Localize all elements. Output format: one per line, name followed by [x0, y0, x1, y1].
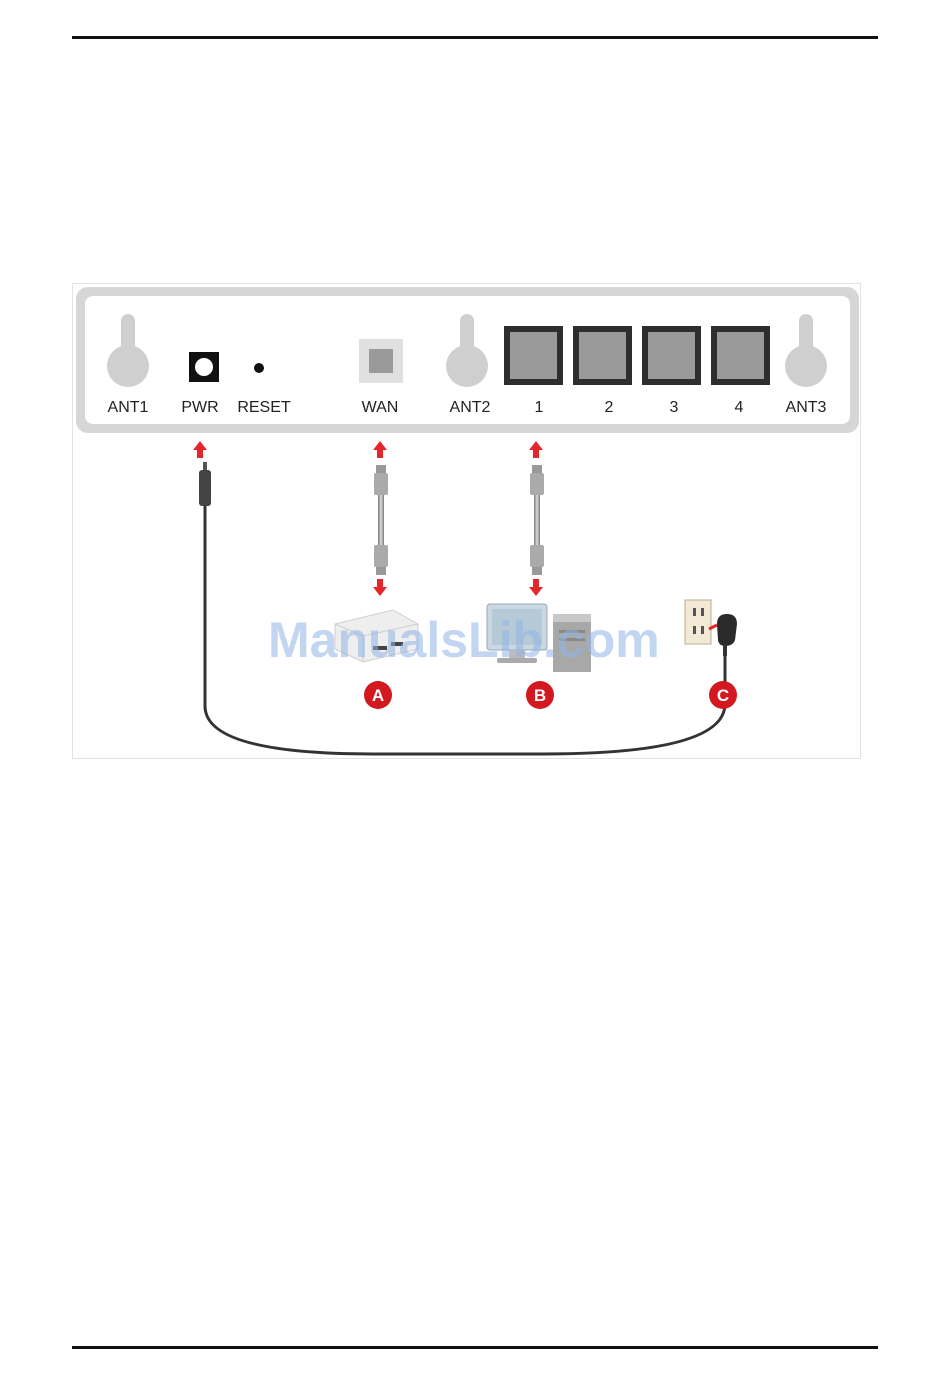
wall-outlet-icon: [685, 600, 717, 644]
ethernet-cable-lan-icon: [530, 465, 544, 575]
power-plug-icon: [199, 462, 211, 506]
label-lan-3: 3: [670, 399, 679, 416]
footer-rule: [72, 1346, 878, 1349]
lan-port-2-icon: [573, 326, 632, 385]
watermark: ManualsLib.com: [268, 612, 660, 668]
arrow-up-wan-icon: [373, 441, 387, 458]
badge-a: A: [364, 681, 392, 709]
ethernet-cable-wan-icon: [374, 465, 388, 575]
label-lan-4: 4: [735, 399, 744, 416]
arrow-down-computer-icon: [529, 579, 543, 596]
connection-diagram: ANT1 PWR RESET WAN ANT2 1 2 3 4 ANT3: [72, 283, 861, 759]
header-rule: [72, 36, 878, 39]
label-wan: WAN: [362, 399, 399, 416]
wan-port-icon: [359, 339, 403, 383]
arrow-up-pwr-icon: [193, 441, 207, 458]
lan-port-3-icon: [642, 326, 701, 385]
badge-b: B: [526, 681, 554, 709]
reset-pinhole-icon: [254, 363, 264, 373]
label-ant2: ANT2: [450, 399, 491, 416]
power-adapter-icon: [717, 614, 737, 656]
badge-b-label: B: [534, 686, 546, 705]
label-ant1: ANT1: [108, 399, 149, 416]
label-lan-1: 1: [535, 399, 544, 416]
label-ant3: ANT3: [786, 399, 827, 416]
label-lan-2: 2: [605, 399, 614, 416]
label-reset: RESET: [237, 399, 291, 416]
lan-port-4-icon: [711, 326, 770, 385]
badge-a-label: A: [372, 686, 384, 705]
badge-c-label: C: [717, 686, 729, 705]
label-pwr: PWR: [181, 399, 218, 416]
arrow-down-modem-icon: [373, 579, 387, 596]
badge-c: C: [709, 681, 737, 709]
lan-port-1-icon: [504, 326, 563, 385]
arrow-up-lan-icon: [529, 441, 543, 458]
power-jack-icon: [189, 352, 219, 382]
diagram-canvas: ANT1 PWR RESET WAN ANT2 1 2 3 4 ANT3: [73, 284, 860, 758]
